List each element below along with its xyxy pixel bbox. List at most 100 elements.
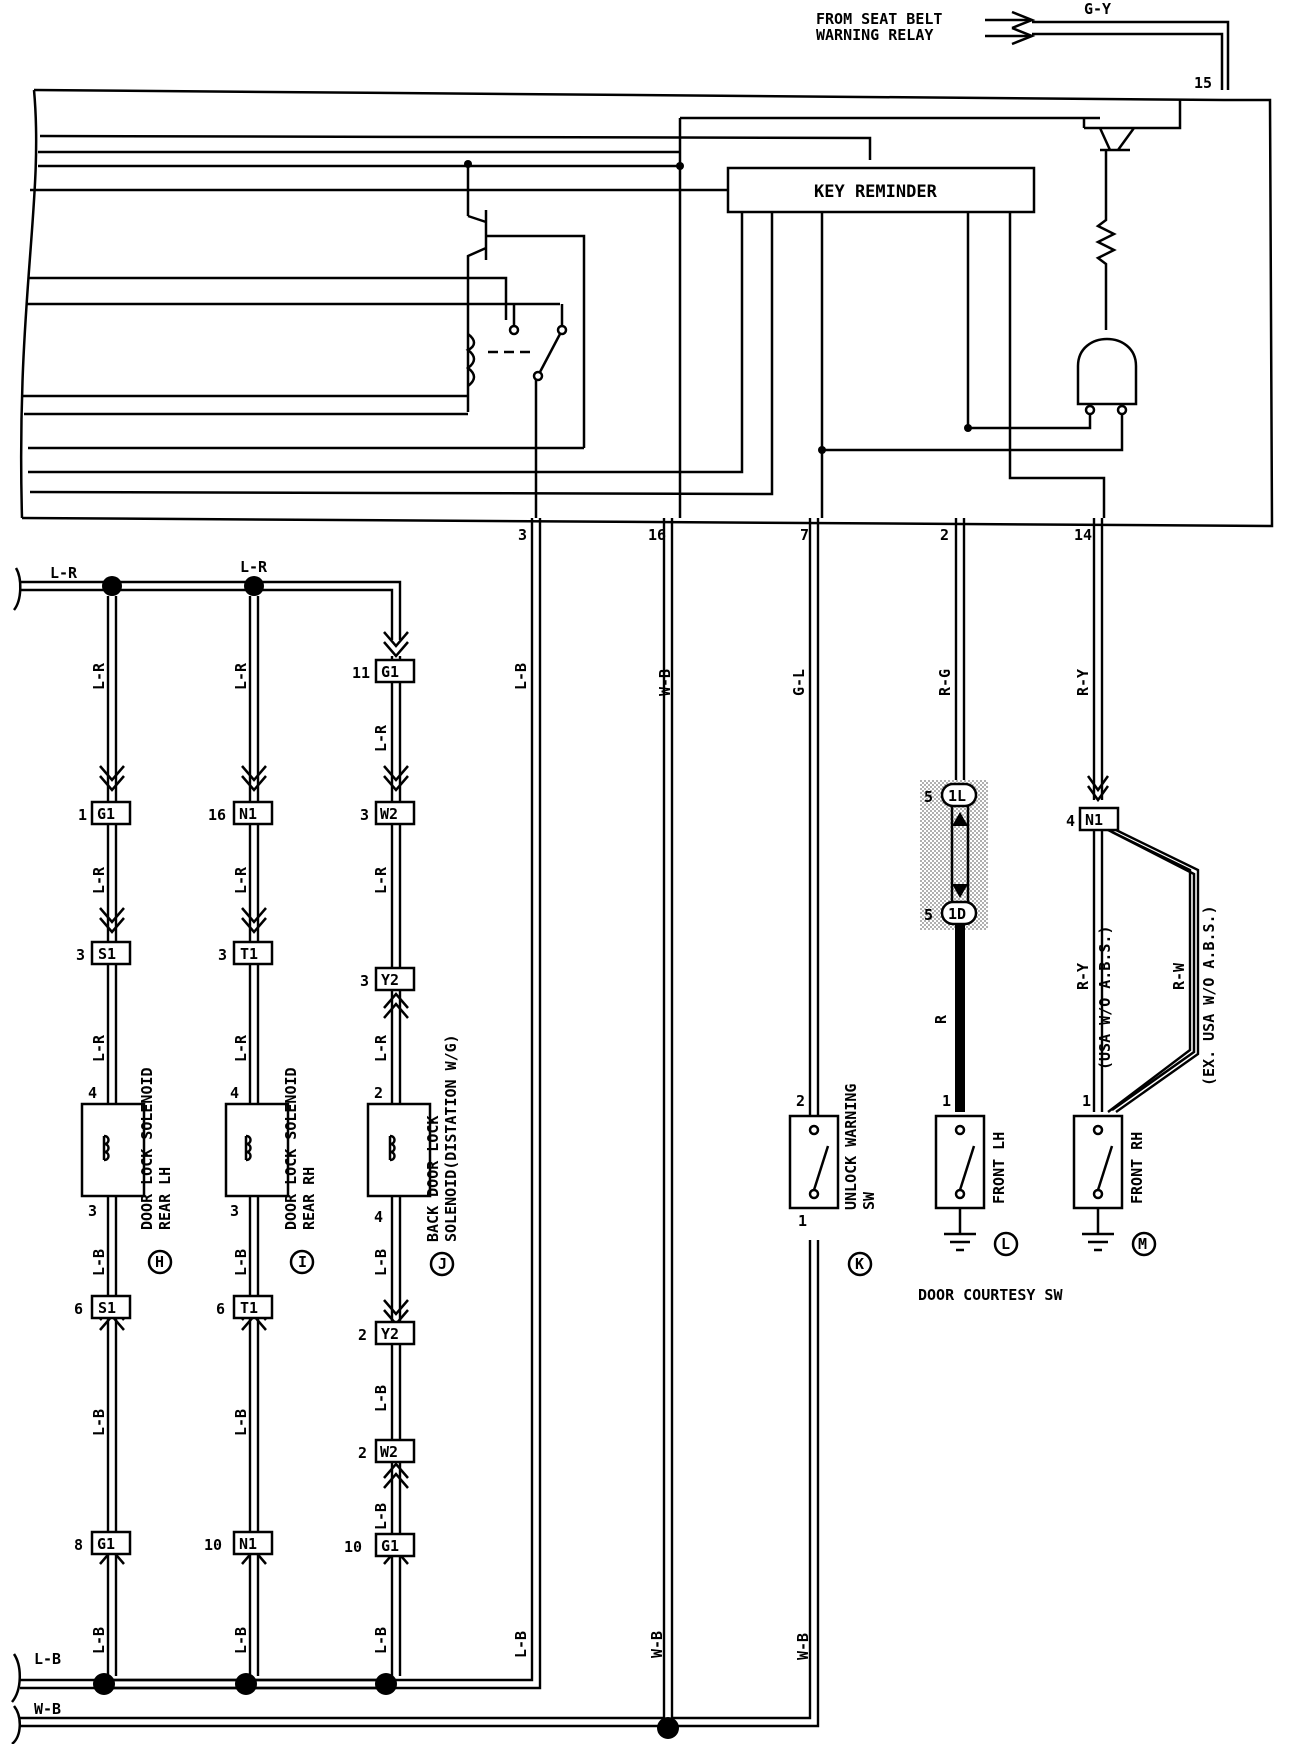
- solenoid-i: [224, 1102, 290, 1198]
- lr-bus: L-R L-R: [12, 558, 409, 658]
- splice-point: [657, 1717, 679, 1739]
- column-k-unlock-warning-sw: 2 1 UNLOCK WARNING SW K: [788, 1084, 878, 1277]
- letter-badge: [847, 1251, 873, 1277]
- bus-bottom-label-lb: L-B: [34, 1650, 61, 1668]
- component-name-line1: DOOR LOCK SOLENOID: [282, 1067, 300, 1230]
- wire-label: L-R: [372, 1034, 390, 1062]
- connector-id: T1: [240, 945, 258, 963]
- source-wire-label: G-Y: [1084, 0, 1111, 18]
- wire-pin2-label: R-G: [936, 669, 954, 696]
- connector-s1: [90, 1294, 132, 1320]
- connector-id: G1: [97, 1535, 115, 1553]
- wire-label: L-R: [232, 662, 250, 690]
- component-pin-top: 2: [374, 1084, 383, 1102]
- wire-label: L-R: [232, 1034, 250, 1062]
- switch-icon: [1096, 1145, 1114, 1191]
- source-arrow-lines: [985, 18, 1030, 38]
- connector-pin: 5: [924, 788, 933, 806]
- wire-label: L-B: [372, 1627, 390, 1654]
- ecu-pin-7: 7: [800, 526, 809, 544]
- wire-label: L-B: [90, 1627, 108, 1654]
- component-pin-bot: 3: [88, 1202, 97, 1220]
- connector-id: Y2: [381, 971, 399, 989]
- connector-g1: [374, 658, 416, 684]
- wire-pin16-label: W-B: [656, 669, 674, 696]
- seat-belt-relay-source: FROM SEAT BELT WARNING RELAY G-Y 15: [816, 0, 1230, 92]
- connector-pin: 10: [344, 1538, 362, 1556]
- source-pin-label: 15: [1194, 74, 1212, 92]
- wire-pin3-bottom-label: L-B: [512, 1631, 530, 1658]
- connector-id: W2: [380, 1443, 398, 1461]
- connector-pin: 1: [78, 806, 87, 824]
- column-i-door-lock-rear-rh: L-R L-R L-R L-B L-B L-B 16 N1 3 T1 4 3 6…: [204, 596, 318, 1676]
- connector-id: 1L: [948, 787, 966, 805]
- wire-label: R-W: [1170, 962, 1188, 990]
- connector-n1: [232, 800, 274, 826]
- wire-label: L-B: [372, 1503, 390, 1530]
- solenoid-coil-icon: [244, 1134, 252, 1162]
- component-name-line2: REAR LH: [156, 1167, 174, 1230]
- lb-wb-bus: L-B W-B W-B: [10, 1240, 820, 1744]
- component-pin-top: 4: [230, 1084, 239, 1102]
- component-pin-top: 1: [942, 1092, 951, 1110]
- key-reminder-block: [726, 166, 1036, 214]
- component-name-line2: SW: [860, 1191, 878, 1210]
- column-l-front-lh: 5 1L 5 1D R 1 FRONT LH L: [920, 780, 1019, 1257]
- wire-pin16-bottom-label: W-B: [648, 1631, 666, 1658]
- connector-pin: 3: [360, 972, 369, 990]
- connector-id: G1: [381, 663, 399, 681]
- and-gate: [1076, 337, 1138, 406]
- letter-badge: [147, 1249, 173, 1275]
- component-name-line1: FRONT LH: [990, 1132, 1008, 1204]
- component-name-line1: FRONT RH: [1128, 1132, 1146, 1204]
- connector-g1: [90, 1530, 132, 1556]
- connector-y2: [374, 1320, 416, 1346]
- connector-pin: 10: [204, 1536, 222, 1554]
- switch-icon: [812, 1145, 830, 1191]
- ecu-pin-14: 14: [1074, 526, 1092, 544]
- connector-id: N1: [239, 805, 257, 823]
- component-name-line1: BACK DOOR LOCK: [424, 1116, 442, 1242]
- ground-icon: [944, 1208, 976, 1252]
- letter-badge: [289, 1249, 315, 1275]
- wire-note: (USA W/O A.B.S.): [1096, 926, 1114, 1071]
- wire-label: R: [932, 1014, 950, 1024]
- connector-pin: 3: [360, 806, 369, 824]
- ecu-box: KEY REMINDER 3 16 7 2 14: [19, 88, 1274, 544]
- wire-label: L-R: [232, 866, 250, 894]
- wire-label: L-R: [90, 662, 108, 690]
- component-pin-top: 4: [88, 1084, 97, 1102]
- connector-id: T1: [240, 1299, 258, 1317]
- connector-pin: 6: [74, 1300, 83, 1318]
- connector-pin: 2: [358, 1326, 367, 1344]
- connector-id: Y2: [381, 1325, 399, 1343]
- splice-point: [102, 576, 122, 596]
- wire-note: (EX. USA W/O A.B.S.): [1200, 905, 1218, 1086]
- connector-n1: [1078, 806, 1120, 832]
- relay-coil: [465, 333, 476, 387]
- connector-id: G1: [97, 805, 115, 823]
- connector-t1: [232, 940, 274, 966]
- component-letter: L: [1001, 1235, 1010, 1253]
- column-j-back-door-lock: L-R L-R L-R L-B L-B L-B L-B 11 G1 3 W2 3…: [344, 656, 460, 1676]
- source-arrowheads: [1011, 10, 1036, 46]
- connector-pin: 5: [924, 906, 933, 924]
- ecu-pin-3: 3: [518, 526, 527, 544]
- wire-pin7-label: G-L: [790, 669, 808, 696]
- key-reminder-label: KEY REMINDER: [814, 182, 938, 202]
- connector-pin: 6: [216, 1300, 225, 1318]
- source-label-line1: FROM SEAT BELT: [816, 10, 942, 28]
- wire-label: L-R: [372, 866, 390, 894]
- switch-icon: [958, 1145, 976, 1191]
- connector-n1: [232, 1530, 274, 1556]
- source-wire: [1032, 20, 1230, 90]
- wire-label: L-B: [232, 1249, 250, 1276]
- connector-g1: [90, 800, 132, 826]
- column-m-front-rh: 4 N1 R-Y (USA W/O A.B.S.) R-W (EX. USA W…: [1066, 806, 1218, 1257]
- bus-bottom-label-wb: W-B: [34, 1700, 61, 1718]
- component-letter: M: [1138, 1235, 1147, 1253]
- bus-top-label-mid: L-R: [240, 558, 268, 576]
- wire-label: L-B: [372, 1385, 390, 1412]
- connector-g1: [374, 1532, 416, 1558]
